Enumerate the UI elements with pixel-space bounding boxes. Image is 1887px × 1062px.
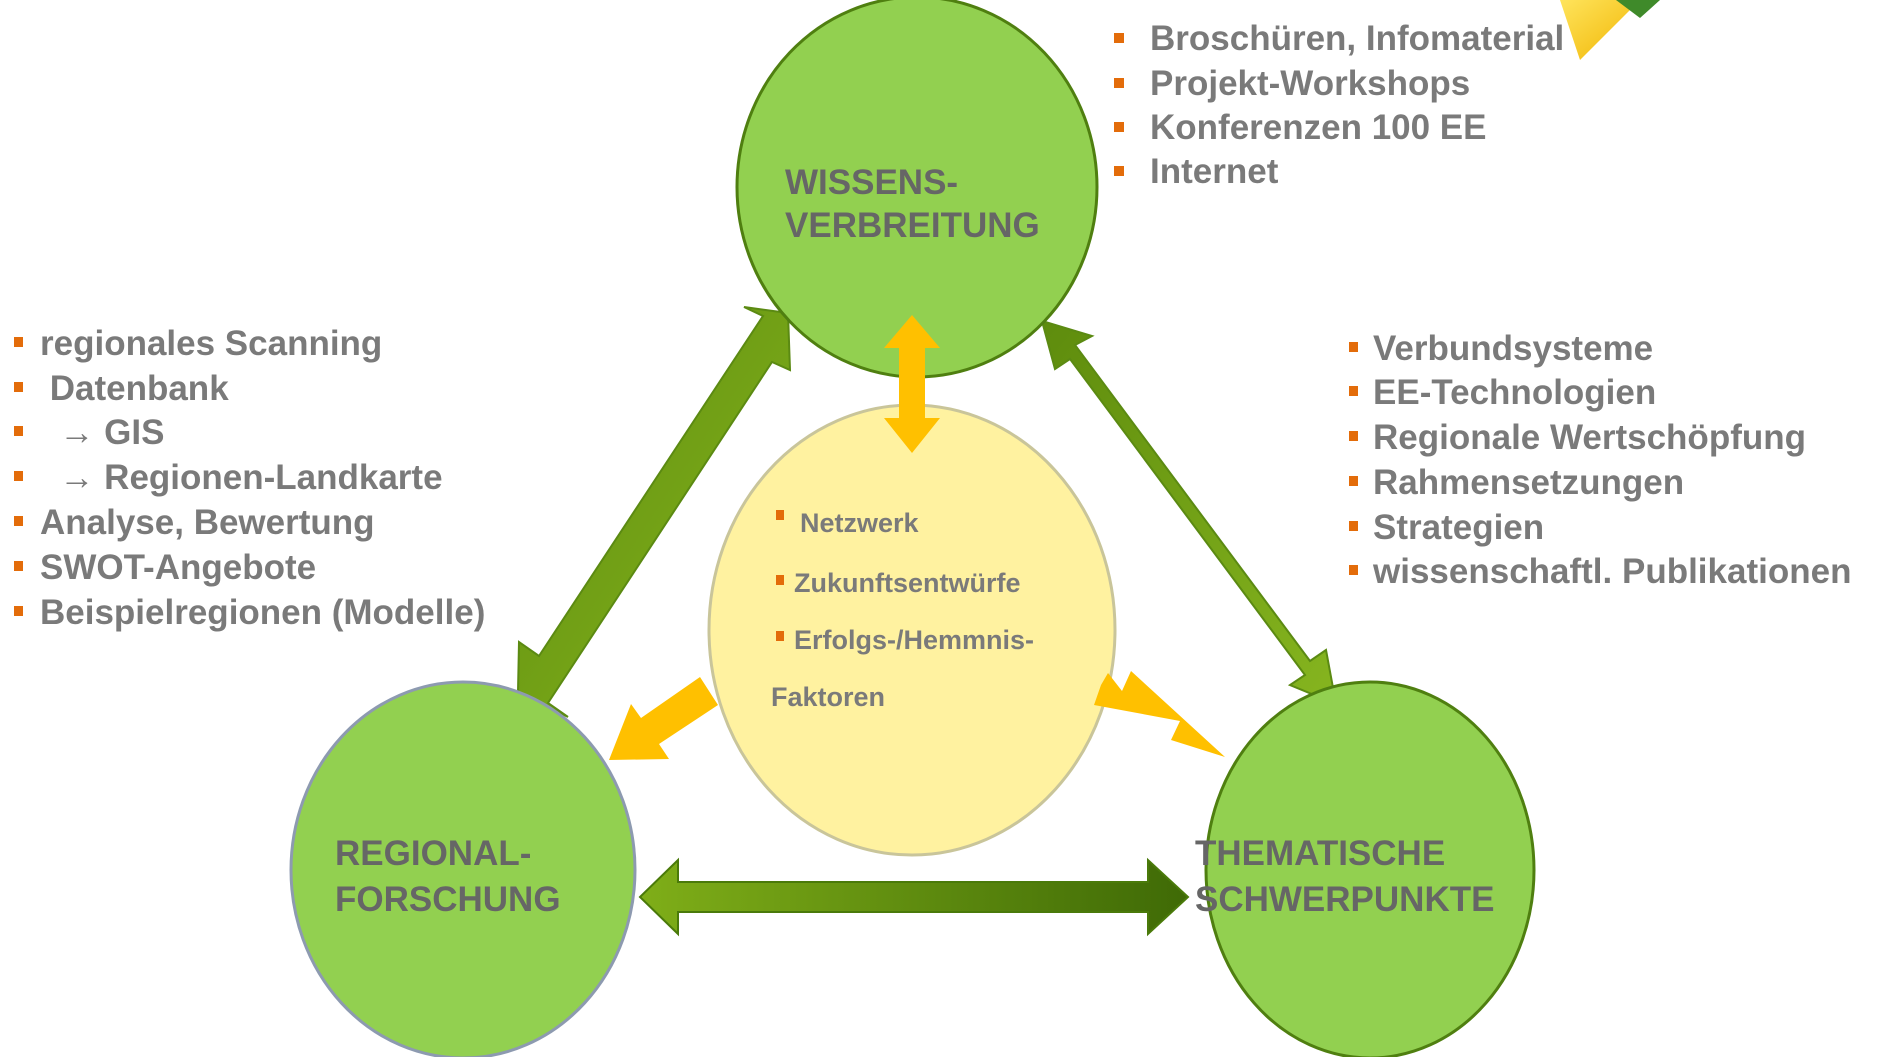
bullet-marker: [1349, 342, 1358, 352]
bullet-marker: [14, 561, 23, 571]
center-list-item: Erfolgs-/Hemmnis-: [794, 625, 1034, 655]
list-item: Beispielregionen (Modelle): [40, 593, 485, 632]
list-item: Rahmensetzungen: [1373, 463, 1684, 502]
bullet-marker: [1114, 33, 1124, 43]
bullet-marker: [1114, 78, 1124, 88]
list-item: Konferenzen 100 EE: [1150, 108, 1487, 147]
list-item: EE-Technologien: [1373, 373, 1656, 412]
node-left-label-2: FORSCHUNG: [335, 880, 561, 919]
logo-fragment: [1560, 0, 1660, 60]
center-list: Netzwerk Zukunftsentwürfe Erfolgs-/Hemmn…: [771, 508, 1034, 712]
list-item: → Regionen-Landkarte: [40, 458, 443, 497]
list-right: Verbundsysteme EE-Technologien Regionale…: [1349, 329, 1851, 591]
bullet-marker: [776, 510, 784, 520]
bullet-marker: [776, 575, 784, 585]
bullet-marker: [1349, 521, 1358, 531]
list-item: Projekt-Workshops: [1150, 64, 1470, 103]
bullet-marker: [14, 471, 23, 481]
list-item: Broschüren, Infomaterial: [1150, 19, 1564, 58]
bullet-marker: [14, 426, 23, 436]
node-right-label-1: THEMATISCHE: [1195, 834, 1445, 873]
list-item: wissenschaftl. Publikationen: [1372, 552, 1851, 591]
node-right-label-2: SCHWERPUNKTE: [1195, 880, 1494, 919]
node-left-label-1: REGIONAL-: [335, 834, 531, 873]
bullet-marker: [14, 337, 23, 347]
list-left: regionales Scanning Datenbank → GIS → Re…: [14, 324, 485, 632]
bullet-marker: [14, 382, 23, 392]
bullet-marker: [1349, 386, 1358, 396]
node-top-label-2: VERBREITUNG: [785, 206, 1040, 245]
bullet-marker: [1349, 565, 1358, 575]
arrow-horizontal: [638, 857, 1190, 937]
list-item: regionales Scanning: [40, 324, 382, 363]
list-item: Strategien: [1373, 508, 1544, 547]
list-item: SWOT-Angebote: [40, 548, 316, 587]
list-item: Datenbank: [40, 369, 229, 408]
center-list-item: Zukunftsentwürfe: [794, 568, 1021, 598]
center-list-item: Faktoren: [771, 682, 885, 712]
bullet-marker: [14, 606, 23, 616]
bullet-marker: [1114, 122, 1124, 132]
list-item: → GIS: [40, 413, 164, 452]
bullet-marker: [776, 631, 784, 641]
arrow-orange-vertical: [884, 315, 940, 453]
arrow-orange-left: [609, 677, 718, 760]
list-item: Internet: [1150, 152, 1279, 191]
bullet-marker: [14, 516, 23, 526]
arrow-orange-right: [1094, 671, 1225, 757]
list-item: Regionale Wertschöpfung: [1373, 418, 1806, 457]
node-top-label-1: WISSENS-: [785, 163, 958, 202]
bullet-marker: [1114, 166, 1124, 176]
list-item: Verbundsysteme: [1373, 329, 1653, 368]
list-top-right: Broschüren, Infomaterial Projekt-Worksho…: [1114, 19, 1564, 191]
bullet-marker: [1349, 476, 1358, 486]
center-list-item: Netzwerk: [800, 508, 920, 538]
list-item: Analyse, Bewertung: [40, 503, 375, 542]
bullet-marker: [1349, 431, 1358, 441]
